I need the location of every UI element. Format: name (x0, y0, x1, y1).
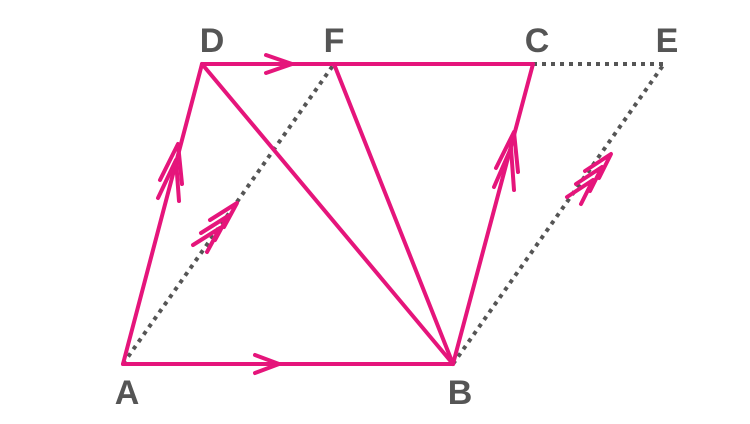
point-label-E: E (656, 22, 679, 60)
segment-FB (332, 62, 455, 366)
double-arrow-mark-BC (492, 130, 520, 192)
point-label-B: B (448, 374, 473, 412)
point-label-A: A (115, 374, 140, 412)
segment-DB (200, 62, 455, 366)
segment-BC (451, 62, 535, 366)
point-label-C: C (525, 22, 550, 60)
double-arrow-mark-AD (156, 142, 184, 203)
segment-AF (121, 62, 336, 366)
point-label-F: F (324, 22, 345, 60)
triple-arrow-mark-BE (565, 152, 613, 206)
segment-BE (451, 62, 666, 366)
triple-arrow-mark-AF (191, 201, 239, 254)
arrow-mark-DF (264, 53, 294, 75)
point-label-D: D (200, 22, 225, 60)
arrow-mark-AB (253, 353, 281, 375)
segment-AD (121, 62, 204, 366)
